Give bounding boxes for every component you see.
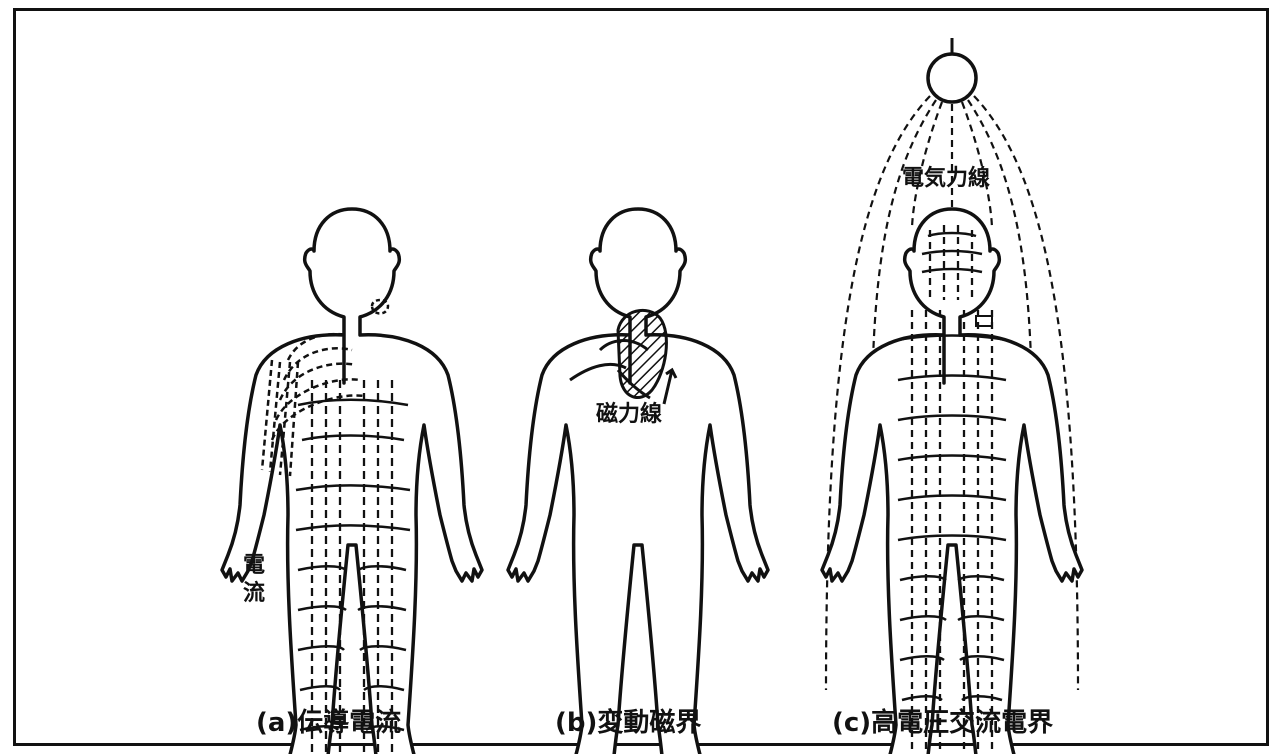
figure-c-body [822, 209, 1082, 754]
figure-c-electric-field [822, 38, 1082, 754]
figure-a-conducted-current [222, 209, 482, 754]
figure-b-magnetic-field [508, 209, 768, 754]
label-electric-field-lines: 電気力線 [902, 160, 990, 192]
caption-c: (c)高電圧交流電界 [832, 702, 1053, 739]
figure-a-body [222, 209, 482, 754]
figure-b-body [508, 209, 768, 754]
caption-b: (b)変動磁界 [555, 702, 701, 739]
caption-a: (a)伝導電流 [256, 702, 401, 739]
figure-c-electrode [928, 54, 976, 102]
label-current: 電流 [242, 552, 266, 608]
label-magnetic-flux-lines: 磁力線 [596, 396, 662, 428]
